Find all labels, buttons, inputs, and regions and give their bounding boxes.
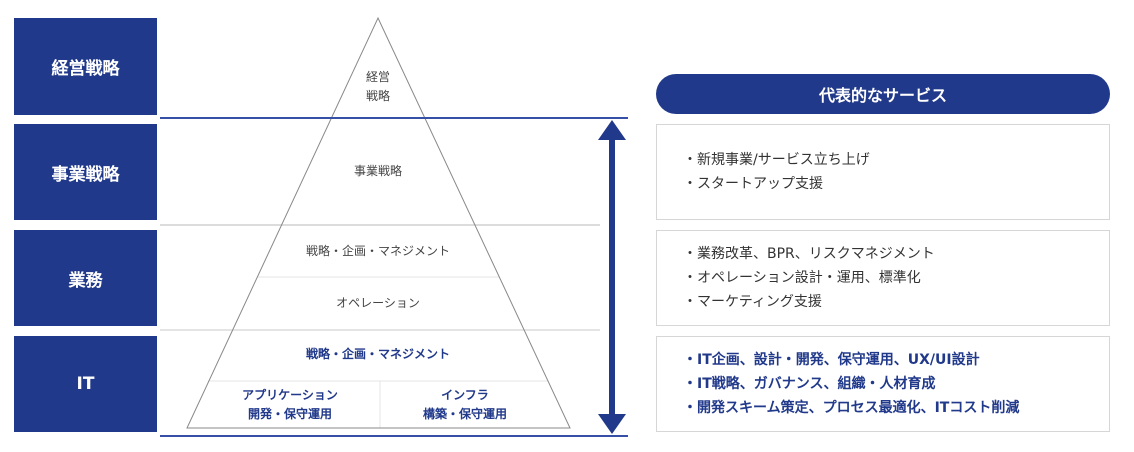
list-item: ・IT戦略、ガバナンス、組織・人材育成 bbox=[683, 376, 936, 392]
list-item: ・新規事業/サービス立ち上げ bbox=[683, 152, 870, 168]
list-item: ・スタートアップ支援 bbox=[683, 176, 823, 192]
pyramid-operation: オペレーション bbox=[336, 296, 420, 310]
list-item: ・業務改革、BPR、リスクマネジメント bbox=[683, 246, 935, 262]
pyramid-ops-strategy: 戦略・企画・マネジメント bbox=[305, 244, 450, 258]
list-item: ・オペレーション設計・運用、標準化 bbox=[683, 270, 921, 286]
services-title: 代表的なサービス bbox=[656, 74, 1110, 114]
pyramid-outline bbox=[186, 16, 571, 429]
pyramid-app-dev: アプリケーション開発・保守運用 bbox=[242, 388, 338, 421]
pyramid-it-strategy: 戦略・企画・マネジメント bbox=[305, 347, 450, 361]
double-arrow-icon bbox=[598, 120, 626, 434]
layer-it: IT bbox=[14, 336, 157, 432]
services-business-strategy: ・新規事業/サービス立ち上げ ・スタートアップ支援 bbox=[656, 124, 1110, 220]
layer-business-strategy: 事業戦略 bbox=[14, 124, 157, 220]
list-item: ・マーケティング支援 bbox=[683, 294, 822, 310]
pyramid-business-strategy: 事業戦略 bbox=[353, 164, 402, 178]
services-operations: ・業務改革、BPR、リスクマネジメント ・オペレーション設計・運用、標準化 ・マ… bbox=[656, 230, 1110, 326]
pyramid-infra: インフラ構築・保守運用 bbox=[422, 388, 507, 421]
layer-management-strategy: 経営戦略 bbox=[14, 18, 157, 115]
layer-operations: 業務 bbox=[14, 230, 157, 326]
list-item: ・開発スキーム策定、プロセス最適化、ITコスト削減 bbox=[683, 400, 1020, 416]
pyramid-top-label: 経営戦略 bbox=[365, 70, 390, 103]
list-item: ・IT企画、設計・開発、保守運用、UX/UI設計 bbox=[683, 352, 980, 368]
services-it: ・IT企画、設計・開発、保守運用、UX/UI設計 ・IT戦略、ガバナンス、組織・… bbox=[656, 336, 1110, 432]
